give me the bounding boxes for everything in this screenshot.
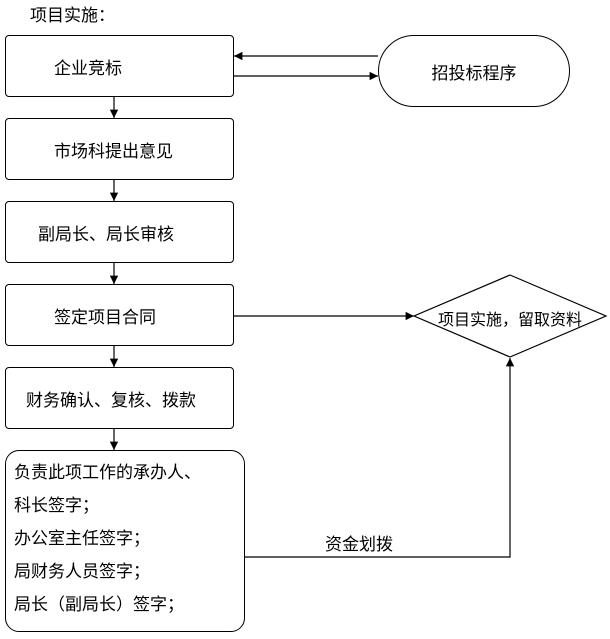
signoff-line: 负责此项工作的承办人、	[14, 463, 201, 483]
signoff-line: 局长（副局长）签字；	[14, 595, 184, 615]
node-signoff: 负责此项工作的承办人、 科长签字； 办公室主任签字； 局财务人员签字； 局长（副…	[5, 450, 245, 632]
node-contract-label: 签定项目合同	[54, 307, 156, 328]
node-finance-label: 财务确认、复核、拨款	[26, 390, 196, 411]
node-implement-label: 项目实施，留取资料	[437, 310, 582, 329]
node-finance: 财务确认、复核、拨款	[5, 367, 234, 429]
node-contract: 签定项目合同	[5, 284, 234, 346]
signoff-line: 办公室主任签字；	[14, 529, 150, 549]
node-review-label: 副局长、局长审核	[38, 224, 174, 245]
node-opinion: 市场科提出意见	[5, 118, 234, 180]
page-title: 项目实施：	[30, 6, 115, 26]
signoff-line: 科长签字；	[14, 496, 99, 516]
node-procedure-label: 招投标程序	[431, 63, 517, 84]
node-procedure: 招投标程序	[378, 35, 570, 107]
node-opinion-label: 市场科提出意见	[54, 141, 173, 162]
node-bidding: 企业竞标	[5, 35, 234, 97]
edge-label-funding: 资金划拨	[325, 535, 393, 555]
arrow-funding-to-implement	[234, 358, 515, 558]
decision-diamond	[412, 274, 608, 358]
node-bidding-label: 企业竞标	[54, 58, 122, 79]
node-review: 副局长、局长审核	[5, 201, 234, 263]
signoff-line: 局财务人员签字；	[14, 562, 150, 582]
